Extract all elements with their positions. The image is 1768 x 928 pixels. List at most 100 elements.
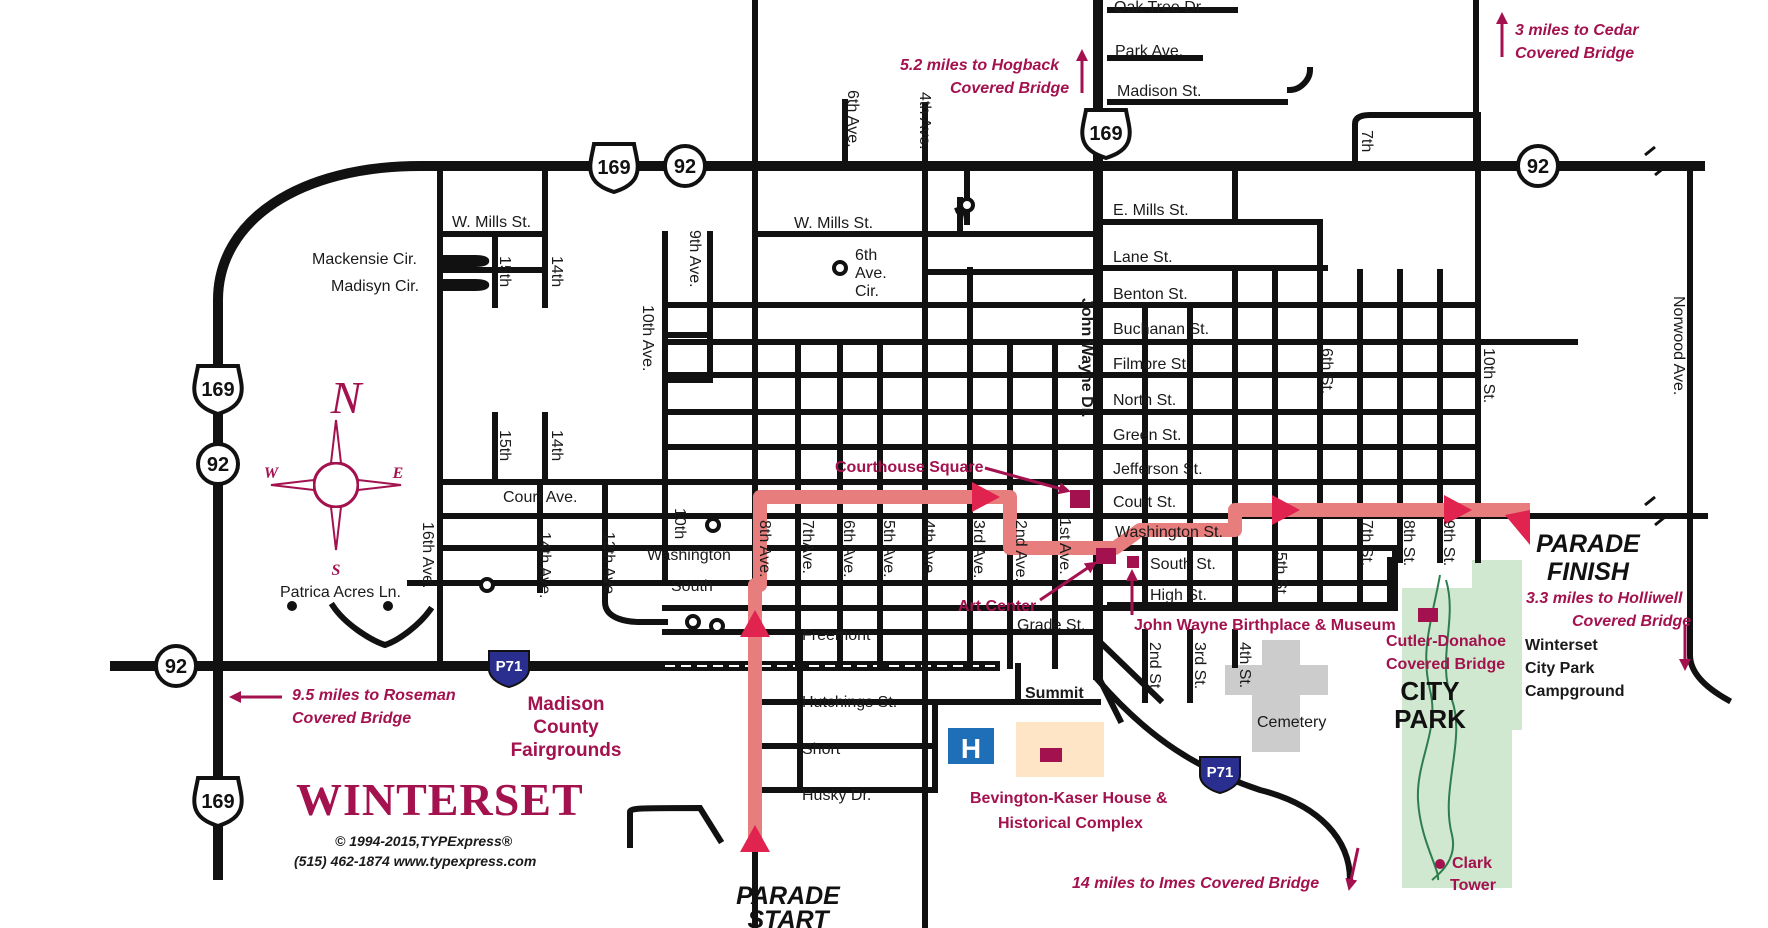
contact-text: (515) 462-1874 www.typexpress.com [294,853,536,869]
street-label: 7th [1358,130,1375,152]
cemetery-label: Cemetery [1257,714,1326,731]
street-labels: Oak Tree Dr. Park Ave. Madison St. E. Mi… [280,0,1223,804]
city-park-label: CITY [1400,676,1459,706]
us-169-shield: 169 [192,776,244,829]
jw-birthplace-marker [1127,556,1139,568]
bevington-label: Bevington-Kaser House & [970,790,1168,807]
compass-east: E [392,465,404,482]
street-label: Mackensie Cir. [312,251,417,268]
route-arrow [740,825,770,852]
street-label: Husky Dr. [802,787,871,804]
vertical-street-labels: 6th Ave. 4th Ave. 9th Ave. 10th Ave. 15t… [419,90,1687,693]
street-label: Summit [1025,685,1084,702]
clark-tower-label: Tower [1450,877,1496,894]
street-label: 3rd St. [1191,642,1208,689]
svg-text:92: 92 [207,454,229,476]
street-label: 4th St. [1236,642,1253,688]
street-label: 15th [496,256,513,287]
park-trail [1416,574,1458,881]
street-label: Patrica Acres Ln. [280,584,401,601]
fairgrounds-label: Fairgrounds [511,740,622,761]
roseman-direction: Covered Bridge [292,710,411,727]
compass-rose: N S W E [264,372,403,579]
street-label: Court St. [1113,494,1176,511]
direction-labels: 5.2 miles to Hogback Covered Bridge 3 mi… [292,22,1691,892]
clark-tower-label: Clark [1452,855,1492,872]
street-label: 3rd Ave. [970,520,987,578]
parade-finish-label: PARADE [1536,530,1641,558]
street-grid-vertical [437,0,1481,928]
route-arrow [972,482,1000,512]
street-label: Madisyn Cir. [331,278,419,295]
art-center-marker [1096,548,1116,564]
street-label: 15th [496,430,513,461]
city-park-label: PARK [1394,704,1466,734]
street-label: John Wayne Dr. [1078,298,1095,417]
street-label: Jefferson St. [1113,461,1203,478]
ia-92-shield: 92 [196,442,240,486]
street-label: 6th Ave. [840,520,857,578]
street-label: 1st Ave. [1056,518,1073,575]
street-label: 14th Ave. [536,532,553,598]
copyright-text: © 1994-2015,TYPExpress® [335,833,513,849]
curved-roads [328,0,1733,884]
street-label: Grade St. [1017,617,1085,634]
street-label: 4th Ave. [916,92,933,150]
bevington-marker [1040,748,1062,762]
street-label: Park Ave. [1115,43,1183,60]
street-label: W. Mills St. [452,214,531,231]
svg-text:169: 169 [1089,123,1122,145]
ia-92-shield: 92 [154,644,198,688]
street-label: North St. [1113,392,1176,409]
street-label: 8th St. [1400,520,1417,566]
route-arrow [1444,495,1472,525]
art-center-label: Art Center [958,598,1036,615]
street-label: Benton St. [1113,286,1188,303]
hogback-direction: Covered Bridge [950,80,1069,97]
cutler-marker [1418,608,1438,622]
street-label: 2nd St. [1146,642,1163,693]
street-label: 6th St. [1318,348,1335,394]
street-label: Ave. [855,265,887,282]
street-label: 7thAve. [799,520,816,574]
street-label: 5th St. [1272,552,1289,598]
compass-west: W [264,465,280,482]
street-label: 12th Ave. [600,532,617,598]
svg-text:P71: P71 [1207,764,1234,781]
street-label: Oak Tree Dr. [1114,0,1205,16]
callout-lines [984,466,1138,615]
map-title: WINTERSET [296,774,584,825]
street-label: 9th St. [1440,520,1457,566]
map-breaks [1644,145,1666,527]
street-label: Cir. [855,283,879,300]
courthouse-label: Courthouse Square [835,459,984,476]
street-label: Washington [647,547,731,564]
clark-tower-marker [1435,859,1445,869]
svg-text:169: 169 [597,157,630,179]
poi-markers: H [948,490,1445,869]
campground-area [1472,560,1522,730]
hogback-direction: 5.2 miles to Hogback [900,57,1060,74]
street-label: Madison St. [1117,83,1201,100]
poi-labels: Courthouse Square Art Center John Wayne … [511,459,1625,894]
ia-92-shield: 92 [1516,144,1560,188]
area-fills [1016,560,1522,888]
street-label: 9th Ave. [686,230,703,288]
campground-label: City Park [1525,660,1594,677]
cedar-direction: Covered Bridge [1515,45,1634,62]
cutler-label: Cutler-Donahoe [1386,633,1506,650]
parade-start-label: PARADE [736,882,841,910]
us-169-shield: 169 [192,364,244,417]
route-arrow [1505,510,1530,545]
street-label: 6th [855,247,877,264]
bevington-label: Historical Complex [998,815,1143,832]
street-label: 14th [548,256,565,287]
svg-text:P71: P71 [496,658,523,675]
street-grid [407,7,1708,793]
street-label: High St. [1150,587,1207,604]
svg-text:92: 92 [1527,156,1549,178]
holliwell-direction: 3.3 miles to Holliwell [1526,590,1683,607]
street-label: South St. [1150,556,1216,573]
street-label: Freemont [802,627,871,644]
